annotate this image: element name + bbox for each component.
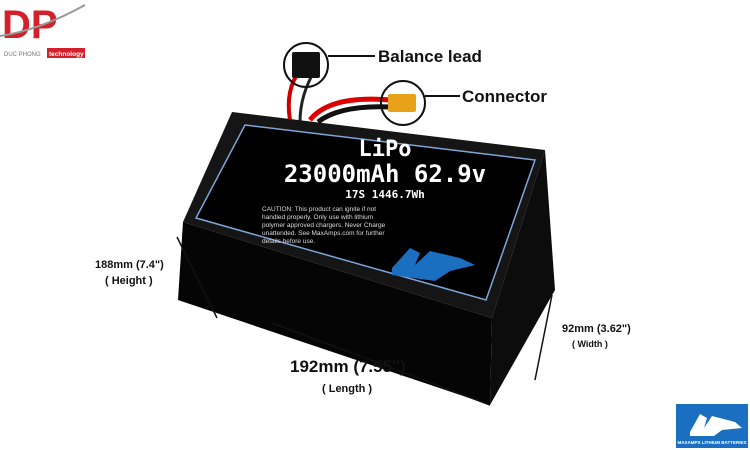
width-caption: ( Width ) xyxy=(572,339,608,349)
battery: LiPo 23000mAh 62.9v 17S 1446.7Wh CAUTION… xyxy=(178,112,555,405)
caution-line: CAUTION: This product can ignite if not xyxy=(262,206,376,213)
battery-capacity: 23000mAh 62.9v xyxy=(284,160,486,188)
balance-lead-plug xyxy=(292,52,320,78)
caution-line: details before use. xyxy=(262,238,315,245)
width-dimension: 92mm (3.62") xyxy=(562,323,631,335)
caution-line: unattended. See MaxAmps.com for further xyxy=(262,230,385,237)
battery-config: 17S 1446.7Wh xyxy=(345,188,424,201)
maxamps-label-logo xyxy=(392,248,475,281)
dp-tag: technology xyxy=(49,51,84,58)
maxamps-logo: MAXAMPS LITHIUM BATTERIES xyxy=(676,404,748,448)
length-caption: ( Length ) xyxy=(322,383,372,395)
dp-subtitle: DUC PHONG xyxy=(4,52,41,58)
balance-lead-label: Balance lead xyxy=(378,47,482,66)
xt-connector xyxy=(388,94,416,112)
dp-brand: DP xyxy=(2,3,58,47)
battery-type: LiPo xyxy=(359,137,412,162)
maxamps-tagline: MAXAMPS LITHIUM BATTERIES xyxy=(678,440,747,445)
height-dimension: 188mm (7.4") xyxy=(95,259,164,271)
caution-text: CAUTION: This product can ignite if not … xyxy=(262,206,386,245)
height-caption: ( Height ) xyxy=(105,275,153,287)
caution-line: handled properly. Only use with lithium xyxy=(262,214,373,221)
connector-label: Connector xyxy=(462,87,547,106)
caution-line: polymer approved chargers. Never Charge xyxy=(262,222,386,229)
dp-logo: DP DUC PHONG technology xyxy=(0,3,86,58)
dimension-lines xyxy=(176,236,553,406)
length-dimension: 192mm (7.55") xyxy=(290,357,406,376)
